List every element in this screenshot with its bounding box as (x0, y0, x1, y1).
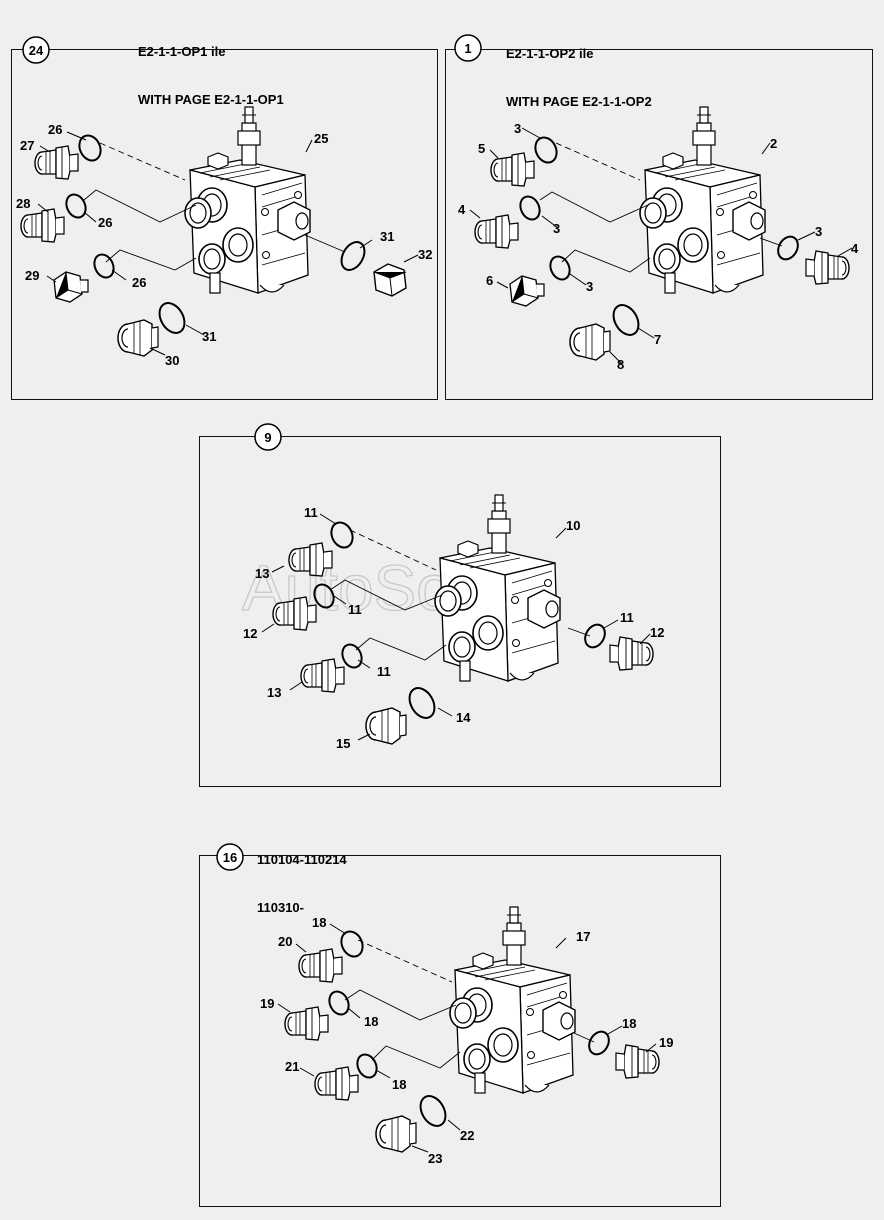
callout-26-middle: 26 (98, 215, 112, 230)
callout-2: 2 (770, 136, 777, 151)
panel-1-badge-label: 1 (464, 41, 471, 56)
callout-12-right: 12 (650, 625, 664, 640)
callout-18-lower: 18 (392, 1077, 406, 1092)
callout-18-right: 18 (622, 1016, 636, 1031)
callout-23: 23 (428, 1151, 442, 1166)
header-op1: E2-1-1-OP1 ile WITH PAGE E2-1-1-OP1 (138, 12, 284, 124)
callout-31-right: 31 (380, 229, 394, 244)
callout-15: 15 (336, 736, 350, 751)
callout-13-bottom: 13 (267, 685, 281, 700)
panel-9-badge-label: 9 (264, 430, 271, 445)
callout-3-right: 3 (815, 224, 822, 239)
callout-11-right: 11 (620, 610, 634, 625)
callout-27: 27 (20, 138, 34, 153)
callout-13-top: 13 (255, 566, 269, 581)
callout-28: 28 (16, 196, 30, 211)
panel-24-drawing: 24 26 27 28 26 29 26 25 31 32 31 30 (16, 36, 432, 368)
callout-19-left: 19 (260, 996, 274, 1011)
header-op1-line2: WITH PAGE E2-1-1-OP1 (138, 92, 284, 107)
callout-22: 22 (460, 1128, 474, 1143)
header-op1-line1: E2-1-1-OP1 ile (138, 44, 226, 59)
callout-32: 32 (418, 247, 432, 262)
callout-26-top: 26 (48, 122, 62, 137)
callout-4-left: 4 (458, 202, 466, 217)
callout-26-lower: 26 (132, 275, 146, 290)
panel-24 (11, 49, 438, 400)
callout-6: 6 (486, 273, 493, 288)
panel-16-badge (216, 843, 244, 871)
panel-1-drawing: 1 3 5 4 3 6 3 2 3 4 7 8 (454, 34, 859, 372)
callout-31-bottom: 31 (202, 329, 216, 344)
callout-30: 30 (165, 353, 179, 368)
callout-25: 25 (314, 131, 328, 146)
panel-16-drawing: 16 18 20 19 18 21 18 17 18 19 22 23 (216, 843, 673, 1166)
callout-18-middle: 18 (364, 1014, 378, 1029)
panel-9-badge (254, 423, 282, 451)
header-serial-line2: 110310- (257, 900, 304, 915)
callout-11-middle: 11 (348, 602, 362, 617)
header-op2: E2-1-1-OP2 ile WITH PAGE E2-1-1-OP2 (506, 14, 652, 126)
callout-8: 8 (617, 357, 624, 372)
callout-20: 20 (278, 934, 292, 949)
callout-10: 10 (566, 518, 580, 533)
callout-11-top: 11 (304, 505, 318, 520)
panel-1 (445, 49, 873, 400)
panel-24-badge (22, 36, 50, 64)
callout-29: 29 (25, 268, 39, 283)
callout-21: 21 (285, 1059, 299, 1074)
callout-3-lower: 3 (586, 279, 593, 294)
callout-4-right: 4 (851, 241, 859, 256)
callout-3-middle: 3 (553, 221, 560, 236)
callout-14: 14 (456, 710, 471, 725)
header-op2-line2: WITH PAGE E2-1-1-OP2 (506, 94, 652, 109)
callout-7: 7 (654, 332, 661, 347)
callout-17: 17 (576, 929, 590, 944)
callout-3-top: 3 (514, 121, 521, 136)
panel-9-drawing: 9 11 13 11 12 11 13 10 11 12 14 15 (243, 423, 664, 751)
callout-19-right: 19 (659, 1035, 673, 1050)
callout-11-lower: 11 (377, 664, 391, 679)
callout-18-top: 18 (312, 915, 326, 930)
callout-12-left: 12 (243, 626, 257, 641)
panel-16 (199, 855, 721, 1207)
panel-16-badge-label: 16 (223, 850, 237, 865)
callout-5: 5 (478, 141, 485, 156)
panel-9 (199, 436, 721, 787)
panel-1-badge (454, 34, 482, 62)
panel-24-badge-label: 24 (29, 43, 44, 58)
